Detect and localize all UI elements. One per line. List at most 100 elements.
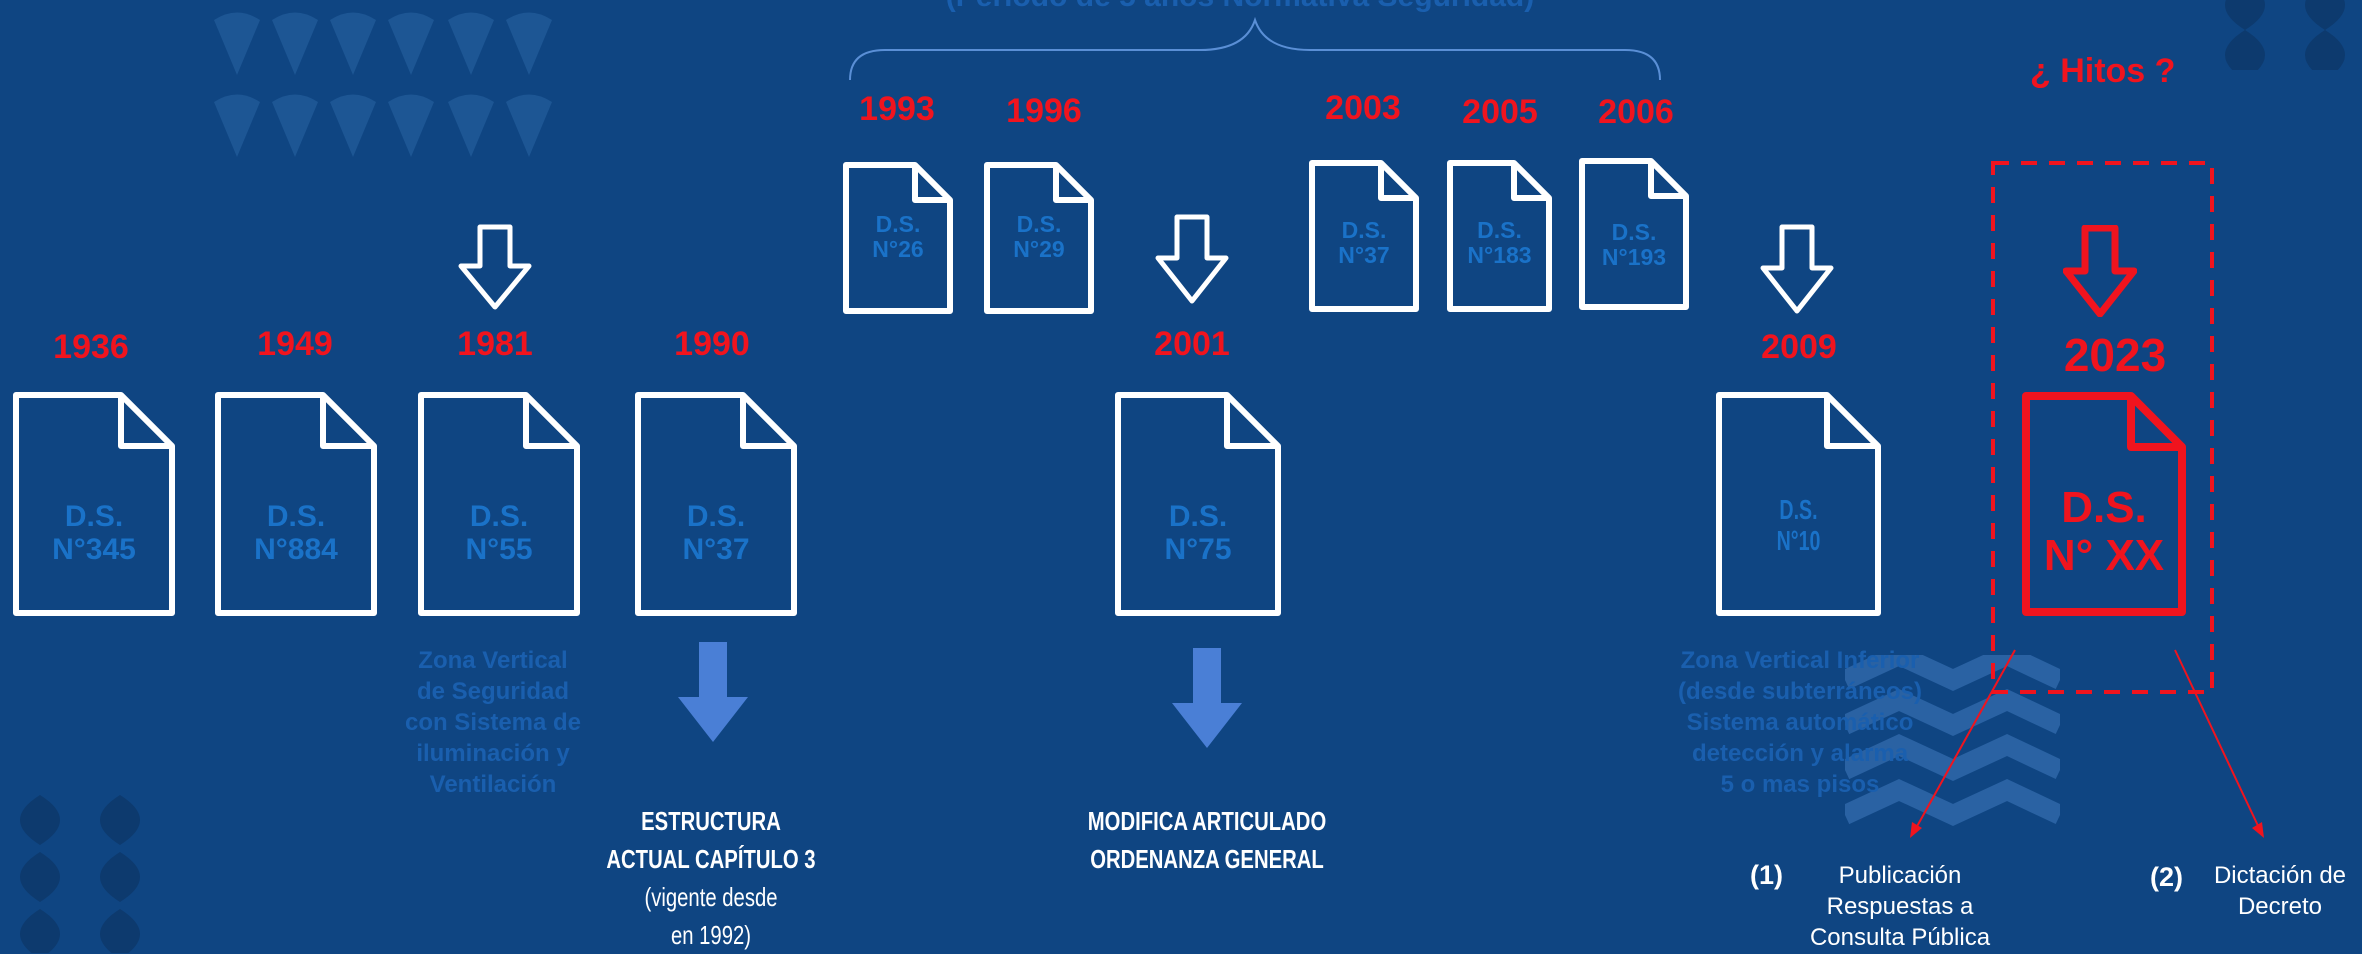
document-ds193: D.S.N°193 [1579,158,1689,310]
year-2005: 2005 [1462,93,1538,131]
document-ds37-2003: D.S.N°37 [1309,160,1419,312]
year-2001: 2001 [1154,325,1230,363]
step-line: Respuestas a [1826,893,1974,920]
ds-number: N°345 [52,533,136,566]
year-2003: 2003 [1325,89,1401,127]
document-icon [418,392,580,616]
document-icon [635,392,797,616]
year-1936: 1936 [53,328,129,366]
ds-label: D.S. [2061,483,2147,532]
document-ds-xx: D.S.N° XX [2022,392,2186,616]
note-line: MODIFICA ARTICULADO [1087,806,1327,836]
note-line: (vigente desde [644,882,778,912]
ds-number: N°183 [1467,242,1532,269]
document-icon [1716,392,1881,616]
ds-label: D.S. [1341,217,1387,243]
blue-down-arrow-icon [678,642,748,742]
document-ds75: D.S.N°75 [1115,392,1281,616]
document-ds29: D.S.N°29 [984,162,1094,314]
document-icon [984,162,1094,314]
document-icon [1579,158,1689,310]
ds-number: N°884 [254,533,338,566]
header-text: (Periodo de 5 años Normativa Seguridad) [850,0,1630,14]
ds-number: N° XX [2043,531,2165,581]
year-1981: 1981 [457,325,533,363]
document-icon [1309,160,1419,312]
note-line: de Seguridad [416,678,570,705]
note-ds55: Zona Vertical de Seguridad con Sistema d… [388,645,598,800]
document-ds37: D.S.N°37 [635,392,797,616]
ds-label: D.S. [1611,219,1657,245]
year-2023: 2023 [2063,329,2167,381]
note-line: (desde subterráneos) [1677,678,1923,705]
down-arrow-icon [1760,224,1834,314]
note-line: Sistema automático [1686,709,1914,736]
document-icon [1115,392,1281,616]
step-2-number: (2) [2150,862,2183,892]
down-arrow-icon [1155,214,1229,304]
ds-label: D.S. [1016,211,1062,237]
step-line: Publicación [1838,862,1962,889]
ds-number: N°75 [1164,533,1232,566]
ds-label: D.S. [1779,494,1818,525]
step-line: Consulta Pública [1809,924,1991,951]
grouping-brace [849,16,1661,81]
note-line: ORDENANZA GENERAL [1090,844,1324,874]
ds-label: D.S. [469,500,529,533]
ds-number: N°26 [872,236,924,263]
document-ds183: D.S.N°183 [1447,160,1552,312]
note-line: Zona Vertical [418,647,568,674]
drop-pattern-decoration [20,795,140,953]
year-1990: 1990 [674,325,750,363]
down-arrow-icon-red [2063,225,2137,317]
document-icon [215,392,377,616]
ds-label: D.S. [686,500,746,533]
note-line: Zona Vertical Inferior [1680,647,1920,674]
ds-number: N°10 [1776,524,1821,556]
ds-label: D.S. [1477,217,1522,243]
document-ds26: D.S.N°26 [843,162,953,314]
note-line: ACTUAL CAPÍTULO 3 [606,844,816,874]
step-line: Dictación de [2213,862,2347,889]
connector-lines [1910,649,2264,838]
ds-number: N°193 [1601,244,1667,271]
document-icon [2022,392,2186,616]
ds-number: N°37 [1338,242,1390,269]
note-line: detección y alarma [1691,740,1909,767]
document-icon [1447,160,1552,312]
year-1949: 1949 [257,325,333,363]
note-line: con Sistema de [404,709,582,736]
milestone-dashed-box [1991,161,2214,694]
note-line: iluminación y [416,740,570,767]
year-1996: 1996 [1006,92,1082,130]
ds-number: N°37 [682,533,750,566]
year-2009: 2009 [1761,328,1837,366]
note-line: ESTRUCTURA [641,806,781,836]
document-icon [13,392,175,616]
ds-label: D.S. [64,500,124,533]
step-1-number: (1) [1750,860,1783,890]
note-ds75: MODIFICA ARTICULADO ORDENANZA GENERAL [1078,802,1335,878]
document-ds10: D.S.N°10 [1716,392,1881,616]
step-1-text: Publicación Respuestas a Consulta Públic… [1785,860,2015,953]
note-line: 5 o mas pisos [1720,771,1880,798]
ds-number: N°29 [1013,236,1065,263]
document-ds55: D.S.N°55 [418,392,580,616]
ds-label: D.S. [266,500,326,533]
step-2-text: Dictación de Decreto [2200,860,2360,922]
zigzag-pattern-decoration [1845,655,2060,827]
note-line: en 1992) [670,920,752,950]
note-line: Ventilación [429,771,557,798]
down-arrow-icon [458,224,532,310]
ds-number: N°55 [465,533,533,566]
ds-label: D.S. [875,211,921,237]
blue-down-arrow-icon [1172,648,1242,748]
hitos-label: ¿ Hitos ? [2030,52,2176,90]
document-ds345: D.S.N°345 [13,392,175,616]
document-ds884: D.S.N°884 [215,392,377,616]
step-line: Decreto [2237,893,2323,920]
document-icon [843,162,953,314]
year-2006: 2006 [1598,93,1674,131]
year-1993: 1993 [859,90,935,128]
note-ds10: Zona Vertical Inferior (desde subterráne… [1655,645,1945,800]
